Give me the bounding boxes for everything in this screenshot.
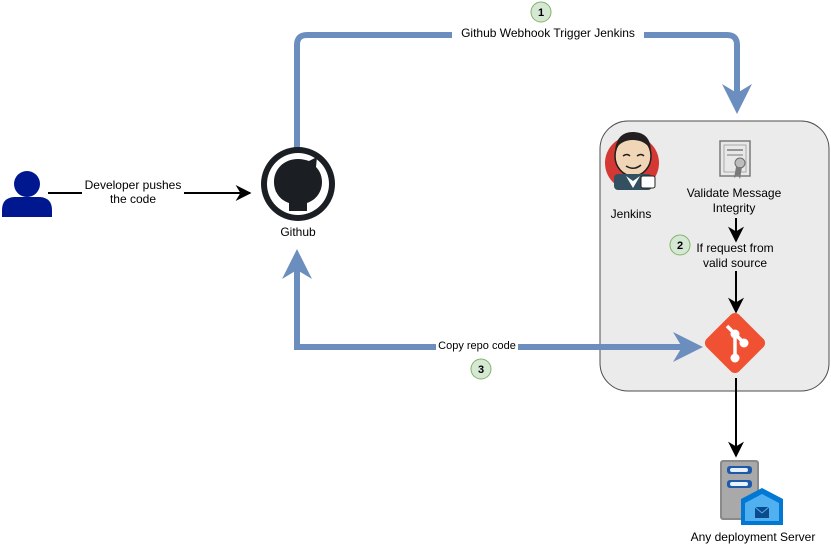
step-1-badge (530, 1, 552, 23)
step-2-badge (669, 234, 691, 256)
jenkins-container (599, 120, 830, 392)
developer-label-line1: Developer pushes (85, 178, 182, 192)
webhook-label: Github Webhook Trigger Jenkins (461, 26, 635, 40)
step-1-number: 1 (538, 7, 544, 19)
step-3-number: 3 (478, 364, 484, 376)
github-icon (261, 147, 335, 221)
jenkins-label: Jenkins (611, 207, 652, 221)
step-2-number: 2 (677, 240, 683, 252)
valid-source-label-line1: If request from (696, 241, 773, 255)
step-3-badge (470, 358, 492, 380)
github-label: Github (280, 225, 316, 239)
validate-label-line1: Validate Message (687, 186, 782, 200)
git-icon (704, 312, 766, 374)
developer-label-line2: the code (110, 192, 156, 206)
jenkins-icon (605, 132, 659, 190)
user-icon (2, 171, 52, 217)
validate-label-line2: Integrity (713, 201, 756, 215)
copy-repo-label: Copy repo code (438, 340, 516, 352)
deployment-server-label: Any deployment Server (691, 530, 816, 544)
server-icon (720, 460, 783, 525)
certificate-icon (719, 140, 751, 179)
copy-repo-flow-line (294, 258, 703, 362)
valid-source-label-line2: valid source (703, 256, 767, 270)
